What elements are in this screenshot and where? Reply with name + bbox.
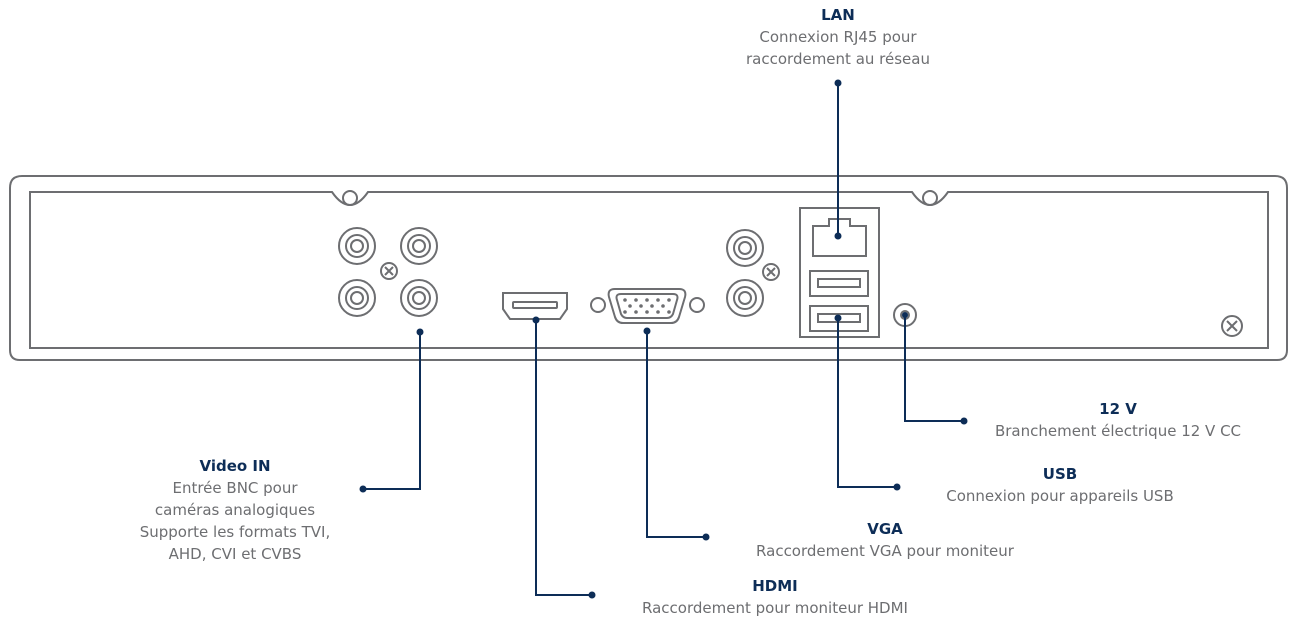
label-vga: VGA Raccordement VGA pour moniteur	[715, 518, 1055, 562]
leader-dot-lan-port	[834, 232, 842, 240]
label-video-in-desc: Entrée BNC pour caméras analogiques Supp…	[139, 479, 331, 563]
label-video-in: Video IN Entrée BNC pour caméras analogi…	[110, 455, 360, 565]
leader-dot-video-end	[359, 485, 367, 493]
label-12v-title: 12 V	[1099, 400, 1137, 418]
label-hdmi-title: HDMI	[752, 577, 798, 595]
bnc-connectors	[338, 227, 438, 317]
device-chassis	[9, 175, 1288, 361]
usb-port-1	[809, 270, 869, 297]
leader-dot-12v-end	[960, 417, 968, 425]
hdmi-port	[502, 292, 568, 320]
vga-port	[590, 288, 705, 324]
label-lan: LAN Connexion RJ45 pour raccordement au …	[688, 4, 988, 70]
screw-video	[380, 262, 398, 280]
vga-pins	[623, 298, 671, 314]
label-lan-desc: Connexion RJ45 pour raccordement au rése…	[746, 28, 930, 68]
device-rear-plate	[29, 191, 1269, 349]
leader-dot-video-port	[416, 328, 424, 336]
label-lan-title: LAN	[821, 6, 855, 24]
leader-line-video	[363, 332, 421, 490]
leader-dot-vga-port	[643, 327, 651, 335]
label-12v: 12 V Branchement électrique 12 V CC	[968, 398, 1268, 442]
label-hdmi-desc: Raccordement pour moniteur HDMI	[642, 599, 908, 617]
leader-dot-usb-port	[834, 314, 842, 322]
lan-usb-block	[799, 207, 880, 338]
leader-dot-hdmi-end	[588, 591, 596, 599]
rj45-port	[812, 218, 867, 257]
label-12v-desc: Branchement électrique 12 V CC	[994, 422, 1242, 440]
label-usb-title: USB	[1042, 465, 1078, 483]
screw-audio	[762, 263, 780, 281]
label-hdmi: HDMI Raccordement pour moniteur HDMI	[595, 575, 955, 619]
screw-right	[1221, 315, 1243, 337]
leader-dot-lan-end	[834, 79, 842, 87]
label-vga-desc: Raccordement VGA pour moniteur	[756, 542, 1014, 560]
label-video-in-title: Video IN	[199, 457, 271, 475]
label-usb-desc: Connexion pour appareils USB	[946, 487, 1174, 505]
leader-line-hdmi	[535, 320, 592, 596]
label-vga-title: VGA	[867, 520, 903, 538]
leader-line-vga	[646, 331, 706, 538]
leader-dot-hdmi-port	[532, 316, 540, 324]
leader-line-usb	[837, 318, 897, 488]
leader-dot-12v-port	[902, 312, 908, 318]
leader-dot-usb-end	[893, 483, 901, 491]
mount-hole-right	[922, 190, 938, 206]
leader-dot-vga-end	[702, 533, 710, 541]
mount-hole-left	[342, 190, 358, 206]
label-usb: USB Connexion pour appareils USB	[900, 463, 1220, 507]
leader-line-12v	[904, 315, 964, 422]
audio-rca-connectors	[726, 229, 764, 317]
